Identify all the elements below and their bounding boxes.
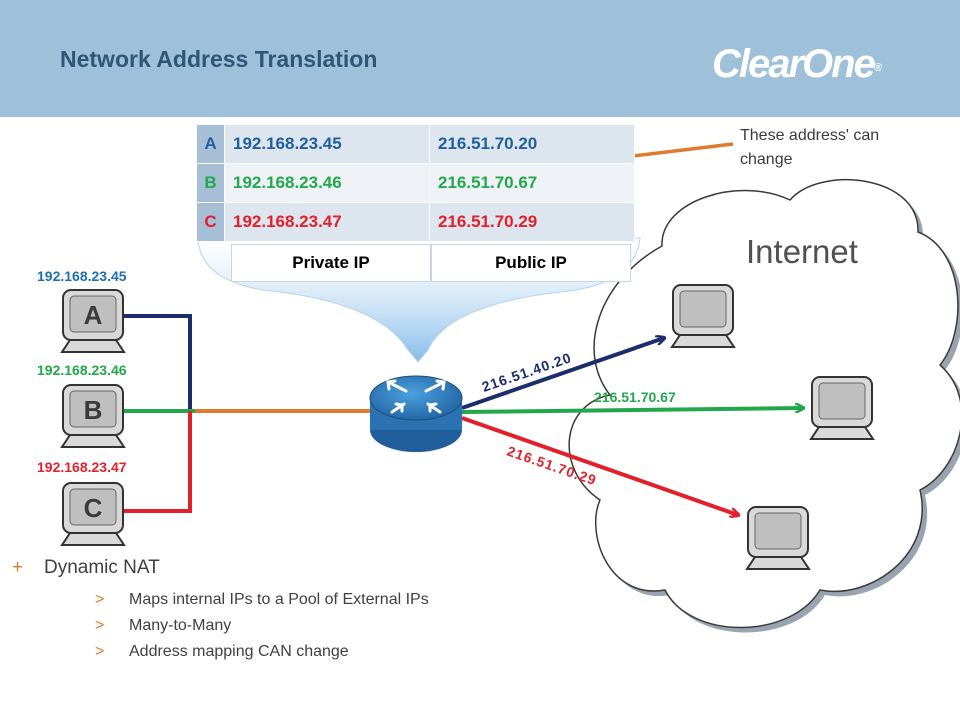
host-b-ip: 192.168.23.46 bbox=[37, 362, 127, 378]
host-c-letter: C bbox=[84, 493, 103, 523]
bullet-marker: + bbox=[12, 557, 24, 578]
host-a-letter: A bbox=[84, 300, 103, 330]
bullet-main: + Dynamic NAT bbox=[12, 557, 429, 579]
bullet-sub-text: Maps internal IPs to a Pool of External … bbox=[129, 591, 429, 608]
clearone-logo: ClearOne® bbox=[712, 42, 882, 87]
bullet-sub-text: Address mapping CAN change bbox=[129, 643, 349, 660]
bullet-marker: > bbox=[95, 643, 105, 660]
bullet-sub-text: Many-to-Many bbox=[129, 617, 232, 634]
public-ip-cell: 216.51.70.29 bbox=[429, 202, 635, 242]
link-c bbox=[461, 416, 738, 515]
nat-table: A 192.168.23.45 216.51.70.20 B 192.168.2… bbox=[196, 124, 635, 242]
host-b-letter: B bbox=[84, 395, 103, 425]
registered-mark: ® bbox=[873, 62, 882, 74]
header-bar bbox=[0, 0, 960, 117]
bullet-main-text: Dynamic NAT bbox=[44, 557, 160, 578]
table-column-headers: Private IP Public IP bbox=[231, 244, 631, 282]
private-ip-cell: 192.168.23.45 bbox=[224, 124, 430, 164]
host-c-ip: 192.168.23.47 bbox=[37, 459, 127, 475]
wire-a bbox=[122, 314, 192, 411]
internet-host-3-monitor bbox=[745, 506, 811, 570]
private-ip-cell: 192.168.23.47 bbox=[224, 202, 430, 242]
router-icon bbox=[369, 375, 463, 452]
table-row: C 192.168.23.47 216.51.70.29 bbox=[196, 202, 635, 242]
link-a bbox=[461, 338, 664, 410]
host-c-monitor: C bbox=[60, 482, 126, 546]
column-header-public: Public IP bbox=[431, 244, 631, 282]
address-change-note: These address' can change bbox=[740, 127, 880, 168]
bullet-marker: > bbox=[95, 591, 105, 608]
column-header-private: Private IP bbox=[231, 244, 431, 282]
bullet-marker: > bbox=[95, 617, 105, 634]
row-letter: B bbox=[196, 163, 225, 203]
public-ip-cell: 216.51.70.67 bbox=[429, 163, 635, 203]
logo-text: ClearOne bbox=[712, 42, 876, 86]
link-b bbox=[461, 408, 803, 414]
bullet-list: + Dynamic NAT > Maps internal IPs to a Poo… bbox=[12, 557, 429, 661]
public-ip-cell: 216.51.70.20 bbox=[429, 124, 635, 164]
host-a-ip: 192.168.23.45 bbox=[37, 268, 127, 284]
wire-c bbox=[122, 411, 192, 513]
table-row: B 192.168.23.46 216.51.70.67 bbox=[196, 163, 635, 203]
internet-host-1-monitor bbox=[670, 284, 736, 348]
bullet-sub: > Many-to-Many bbox=[95, 617, 429, 635]
note-arrow bbox=[613, 142, 734, 163]
link-b-label: 216.51.70.67 bbox=[594, 389, 676, 405]
host-b-monitor: B bbox=[60, 384, 126, 448]
internet-host-2-monitor bbox=[809, 376, 875, 440]
table-row: A 192.168.23.45 216.51.70.20 bbox=[196, 124, 635, 164]
row-letter: C bbox=[196, 202, 225, 242]
private-ip-cell: 192.168.23.46 bbox=[224, 163, 430, 203]
internet-label: Internet bbox=[746, 233, 858, 270]
row-letter: A bbox=[196, 124, 225, 164]
bullet-sub: > Address mapping CAN change bbox=[95, 643, 429, 661]
host-a-monitor: A bbox=[60, 289, 126, 353]
page-title: Network Address Translation bbox=[60, 46, 378, 72]
bullet-sub: > Maps internal IPs to a Pool of External… bbox=[95, 591, 429, 609]
link-a-label: 216.51.40.20 bbox=[480, 349, 574, 395]
